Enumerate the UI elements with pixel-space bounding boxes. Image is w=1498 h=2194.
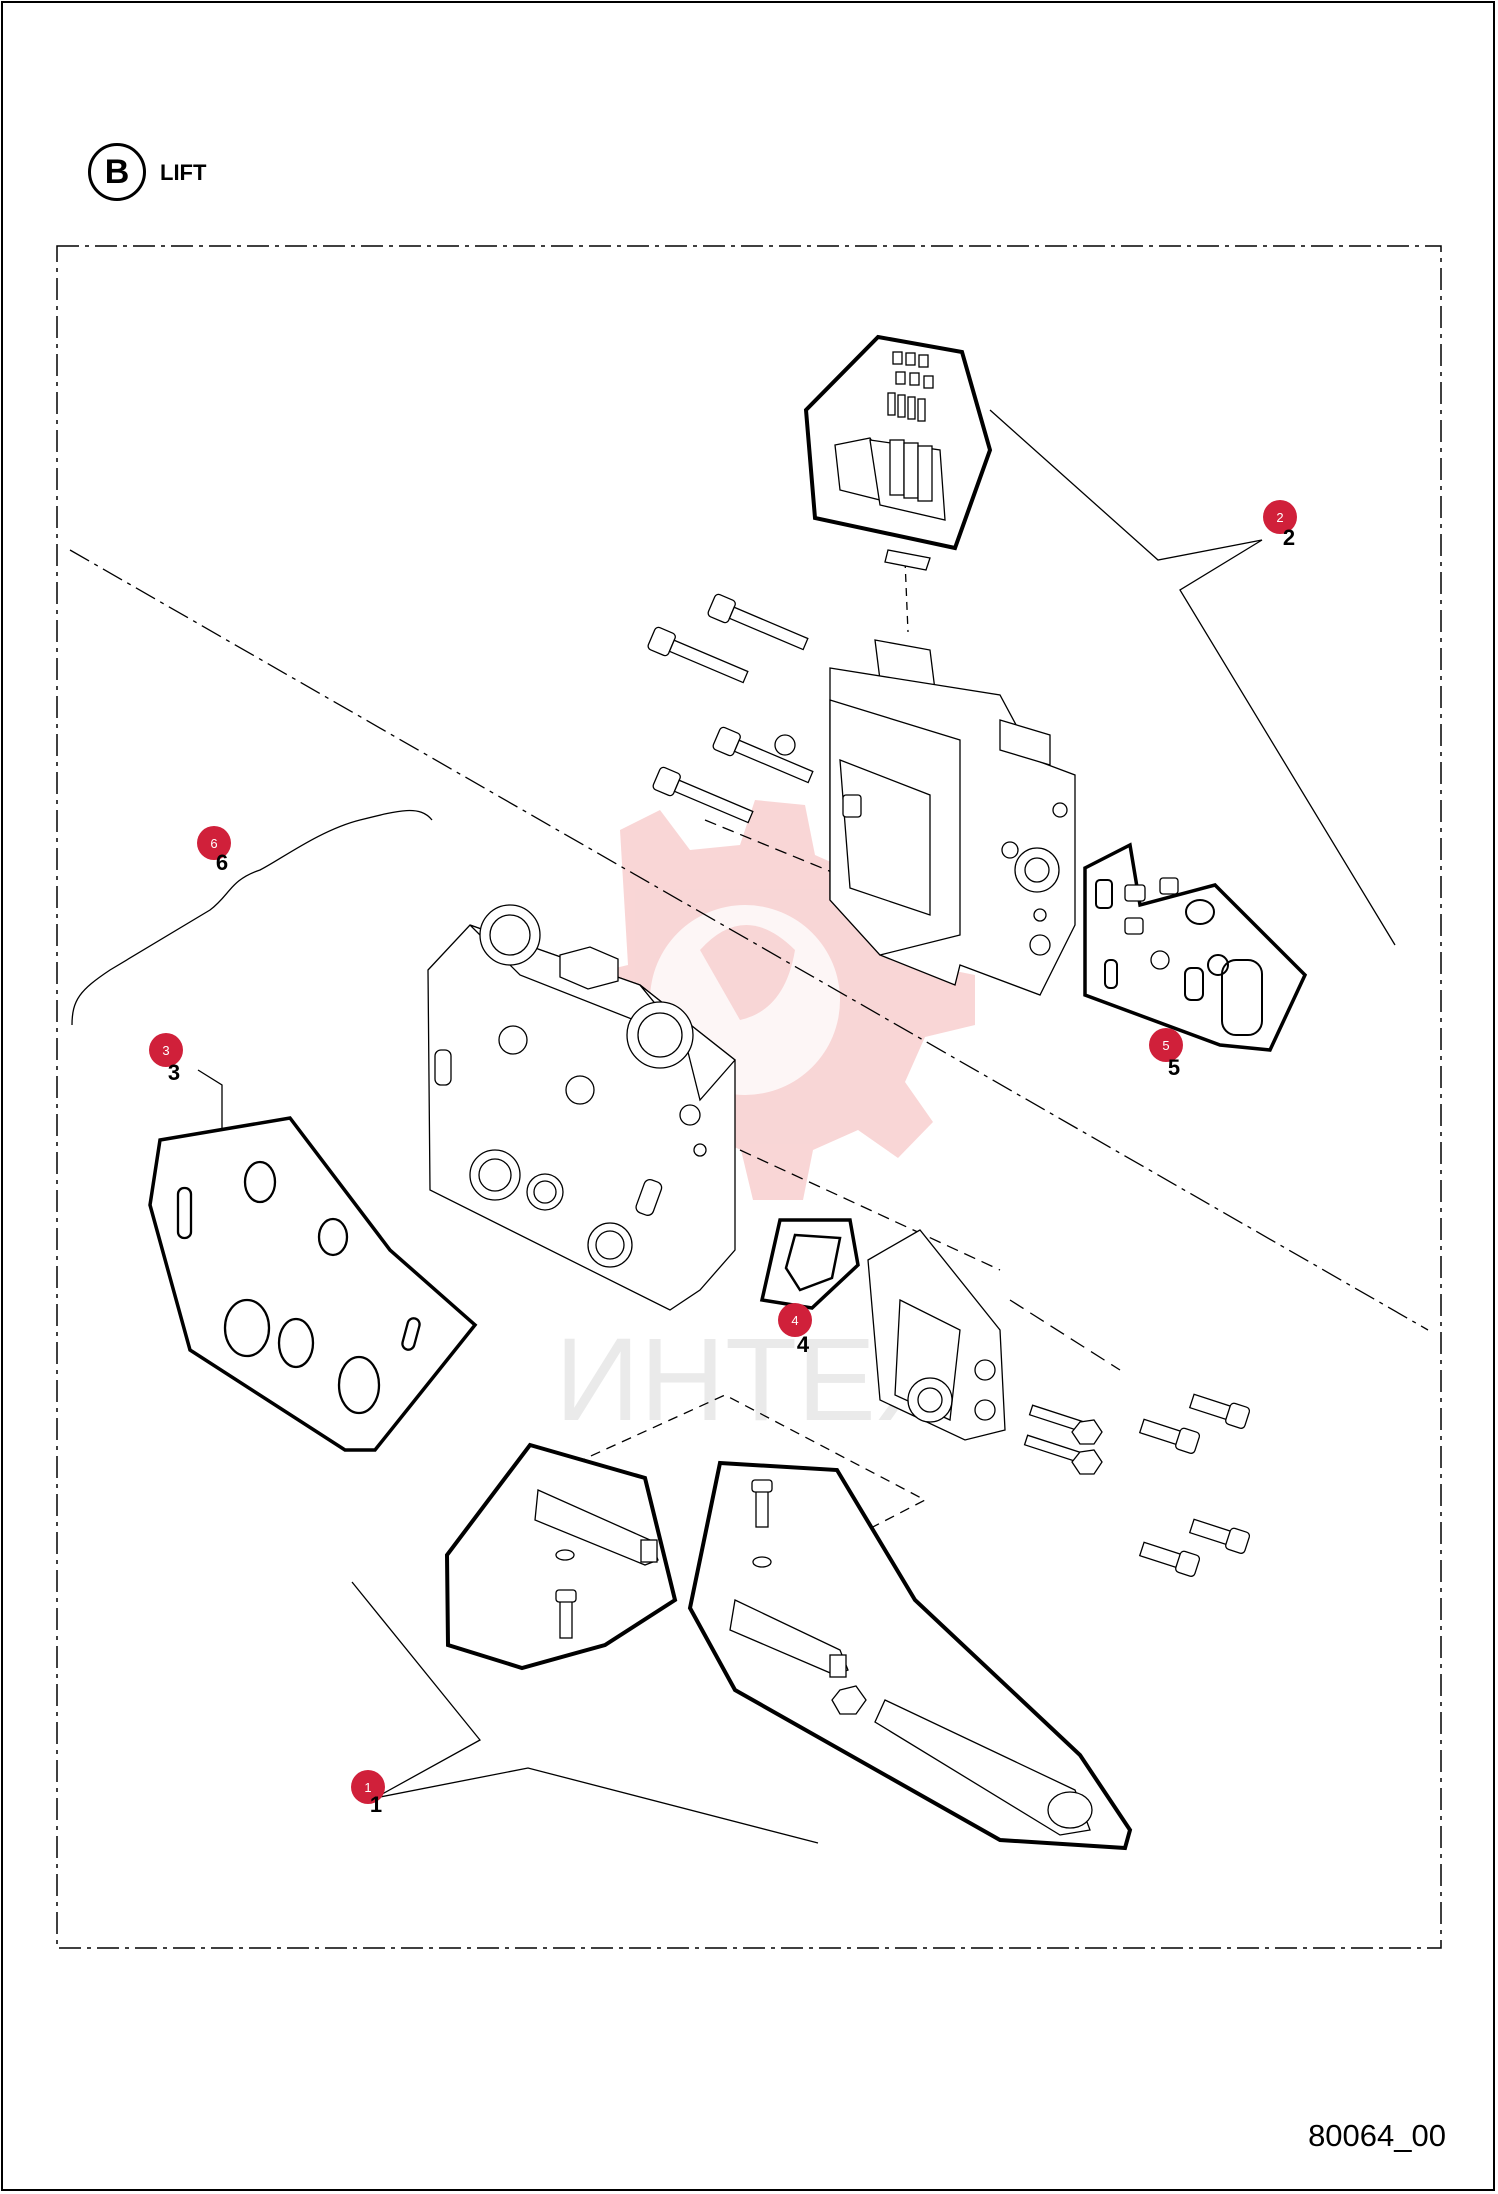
callout-4: 4 4 — [778, 1303, 812, 1357]
callout-2: 2 2 — [1263, 500, 1297, 550]
gasket-small — [759, 1218, 860, 1310]
actuator-block — [867, 1229, 1006, 1441]
callout-1-number: 1 — [364, 1780, 371, 1795]
callout-3-number: 3 — [162, 1043, 169, 1058]
callout-3-label: 3 — [168, 1060, 180, 1085]
callout-2-number: 2 — [1276, 510, 1283, 525]
callout-4-number: 4 — [791, 1313, 798, 1328]
section-badge: B — [88, 143, 146, 201]
callout-6-number: 6 — [210, 836, 217, 851]
gasket-plate-right — [1083, 842, 1308, 1052]
callout-1-label: 1 — [370, 1792, 382, 1817]
gasket-plate-left — [148, 1116, 478, 1452]
callout-4-label: 4 — [797, 1332, 810, 1357]
callout-5-number: 5 — [1162, 1038, 1169, 1053]
bolts-lower — [1023, 1393, 1251, 1577]
solenoid-valve-block — [829, 639, 1076, 996]
bolts-upper — [647, 593, 814, 824]
callout-2-label: 2 — [1283, 525, 1295, 550]
callout-3: 3 3 — [149, 1033, 183, 1085]
assembly-boundary — [56, 245, 1442, 1949]
section-letter: B — [104, 152, 130, 191]
callout-1: 1 1 — [351, 1770, 385, 1817]
callout-5-label: 5 — [1168, 1055, 1180, 1080]
callout-6: 6 6 — [197, 826, 231, 875]
callouts: 1 1 2 2 3 3 4 4 5 5 6 6 — [149, 500, 1297, 1817]
connector-plug-kit — [803, 334, 993, 571]
section-title: LIFT — [160, 160, 207, 185]
main-valve-section — [427, 904, 736, 1311]
handle-lever-kit — [444, 1442, 1133, 1851]
callout-5: 5 5 — [1149, 1028, 1183, 1080]
figure-code: 80064_00 — [1308, 2118, 1446, 2153]
leader-lines — [71, 409, 1396, 1844]
callout-6-label: 6 — [216, 850, 228, 875]
assembly-axis — [69, 549, 1429, 1331]
